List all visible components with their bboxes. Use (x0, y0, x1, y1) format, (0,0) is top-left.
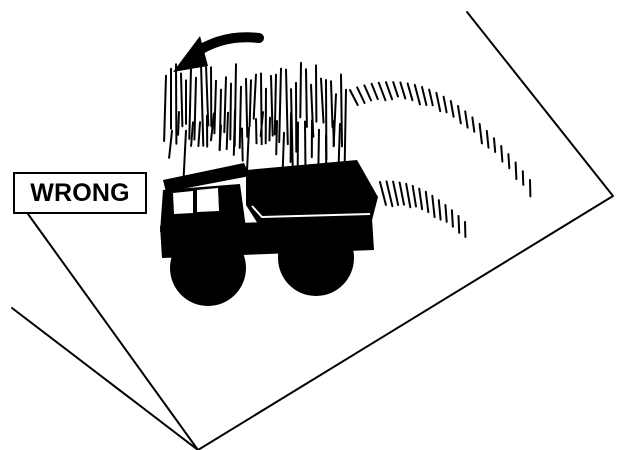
dust-streak (182, 129, 187, 180)
slope-outline (11, 11, 614, 450)
dust-streak (241, 127, 244, 162)
dust-streak (500, 145, 504, 163)
dust-streak (223, 76, 227, 134)
dust-streak (218, 124, 222, 152)
dust-streak (193, 76, 197, 141)
dust-streak (442, 95, 448, 114)
dust-streak (281, 131, 285, 172)
dust-streak (421, 86, 428, 106)
dust-streak (197, 121, 201, 148)
dust-streak (232, 109, 236, 156)
dust-streak (464, 110, 469, 129)
dust-streak (385, 81, 394, 101)
dust-streak (349, 89, 359, 106)
dust-streak (514, 161, 518, 181)
dust-streak (229, 82, 232, 141)
dust-streak (188, 67, 192, 140)
dust-streak (431, 194, 436, 219)
dust-streak (356, 86, 366, 104)
dust-streak (507, 153, 511, 170)
dust-streak (299, 61, 302, 119)
dust-streak (273, 73, 277, 136)
dust-streak (399, 81, 407, 100)
dust-streak (210, 112, 215, 142)
dust-streak (330, 80, 334, 128)
dust-streak (411, 184, 417, 208)
dust-streak (413, 83, 421, 106)
dust-streak (392, 180, 400, 206)
dump-truck-icon (160, 160, 378, 306)
dust-streak (363, 84, 372, 102)
dust-streak (252, 73, 257, 120)
dust-streak (304, 120, 307, 174)
dust-streak (278, 67, 282, 144)
dust-streak (290, 88, 294, 172)
dust-streak (398, 181, 405, 206)
dust-streak (471, 116, 476, 133)
dust-streak (200, 62, 205, 147)
dust-streak (457, 215, 461, 234)
dust-streak (275, 120, 278, 156)
dust-streak (449, 100, 455, 118)
dust-streak (332, 120, 335, 147)
dust-streak (190, 121, 194, 147)
dust-motion-lines (163, 61, 532, 238)
dust-streak (377, 81, 387, 102)
dust-streak (405, 182, 412, 209)
dust-streak (424, 190, 430, 214)
dust-streak (418, 187, 424, 211)
dust-streak (478, 122, 483, 145)
dust-streak (435, 91, 442, 113)
dust-streak (245, 77, 249, 138)
slope-front-edge (11, 307, 199, 450)
dust-streak (225, 111, 229, 151)
dust-streak (270, 74, 274, 137)
dust-streak (406, 82, 414, 102)
dust-streak (444, 204, 448, 223)
dust-streak (285, 68, 289, 146)
dust-streak (248, 79, 252, 128)
dust-streak (428, 88, 434, 107)
dust-streak (163, 74, 167, 142)
dust-streak (521, 170, 525, 186)
dust-streak (385, 180, 394, 208)
dust-streak (392, 81, 399, 98)
dust-streak (238, 85, 242, 149)
dust-streak (450, 209, 454, 228)
dust-streak (246, 126, 250, 171)
dust-streak (457, 105, 462, 125)
dust-streak (255, 118, 258, 145)
dust-streak (437, 199, 442, 221)
dust-streak (493, 137, 497, 153)
dust-streak (259, 111, 264, 138)
dust-streak (485, 129, 490, 149)
dust-streak (343, 88, 347, 170)
dust-streak (379, 181, 387, 206)
dust-streak (370, 82, 379, 101)
slope-back-edge (27, 11, 614, 450)
dust-streak (340, 73, 343, 148)
curved-arrow-icon (173, 32, 264, 72)
dust-streak (320, 77, 325, 124)
dust-streak (177, 111, 180, 136)
dust-streak (168, 129, 173, 159)
dust-streak (268, 116, 271, 142)
wrong-label: WRONG (13, 172, 147, 214)
dust-streak (337, 122, 341, 167)
dust-streak (180, 72, 184, 128)
dust-streak (213, 79, 217, 135)
dust-streak (305, 68, 308, 128)
